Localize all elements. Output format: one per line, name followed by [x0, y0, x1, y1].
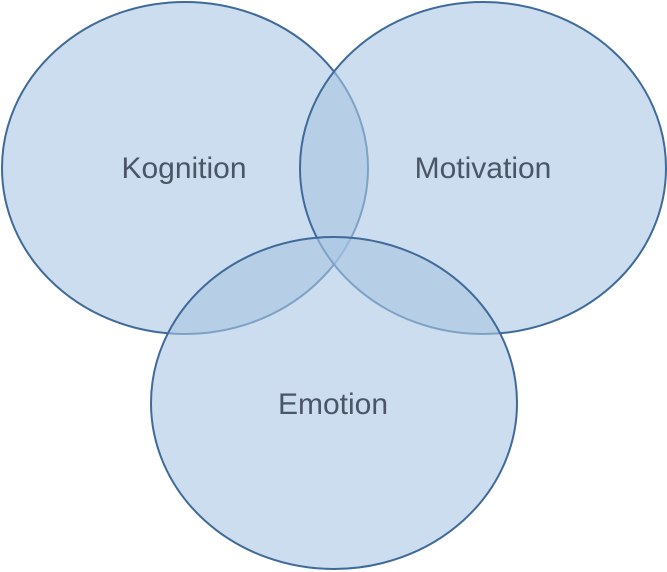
- kognition-label: Kognition: [121, 152, 246, 185]
- emotion-circle: [150, 236, 518, 570]
- emotion-label: Emotion: [278, 388, 388, 421]
- motivation-label: Motivation: [415, 152, 552, 185]
